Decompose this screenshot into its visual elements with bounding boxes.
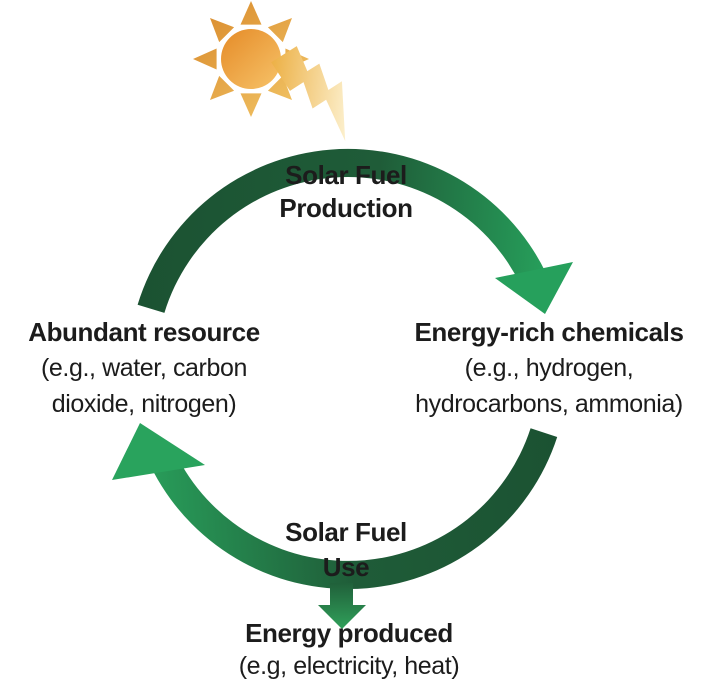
lightning-bolt-icon [271, 46, 346, 142]
sun-disc [221, 29, 281, 89]
label-energy-produced: Energy produced (e.g, electricity, heat) [188, 617, 510, 683]
solar-fuel-use-line1: Solar Fuel [285, 517, 407, 547]
energy-rich-chemicals-heading: Energy-rich chemicals [414, 317, 684, 347]
cycle-arc-top-arrowhead [495, 262, 573, 314]
energy-rich-chemicals-detail-line2: hydrocarbons, ammonia) [415, 390, 683, 418]
label-solar-fuel-production: Solar Fuel Production [226, 159, 466, 225]
label-solar-fuel-use: Solar Fuel Use [266, 515, 426, 585]
energy-produced-heading: Energy produced [245, 618, 453, 648]
cycle-arc-top [137, 148, 546, 313]
energy-produced-detail: (e.g, electricity, heat) [238, 652, 460, 680]
label-energy-rich-chemicals: Energy-rich chemicals (e.g., hydrogen, h… [388, 314, 710, 422]
cycle-arc-bottom [153, 428, 558, 590]
abundant-resource-heading: Abundant resource [28, 317, 260, 347]
solar-fuel-use-line2: Use [322, 552, 370, 582]
cycle-arc-bottom-arrowhead [112, 423, 205, 480]
energy-output-arrow [318, 583, 366, 629]
label-abundant-resource: Abundant resource (e.g., water, carbon d… [8, 314, 280, 422]
abundant-resource-detail-line2: dioxide, nitrogen) [51, 390, 237, 418]
solar-fuel-production-line2: Production [279, 193, 413, 223]
energy-rich-chemicals-detail-line1: (e.g., hydrogen, [464, 354, 634, 382]
solar-fuel-production-line1: Solar Fuel [285, 160, 407, 190]
abundant-resource-detail-line1: (e.g., water, carbon [40, 354, 247, 382]
